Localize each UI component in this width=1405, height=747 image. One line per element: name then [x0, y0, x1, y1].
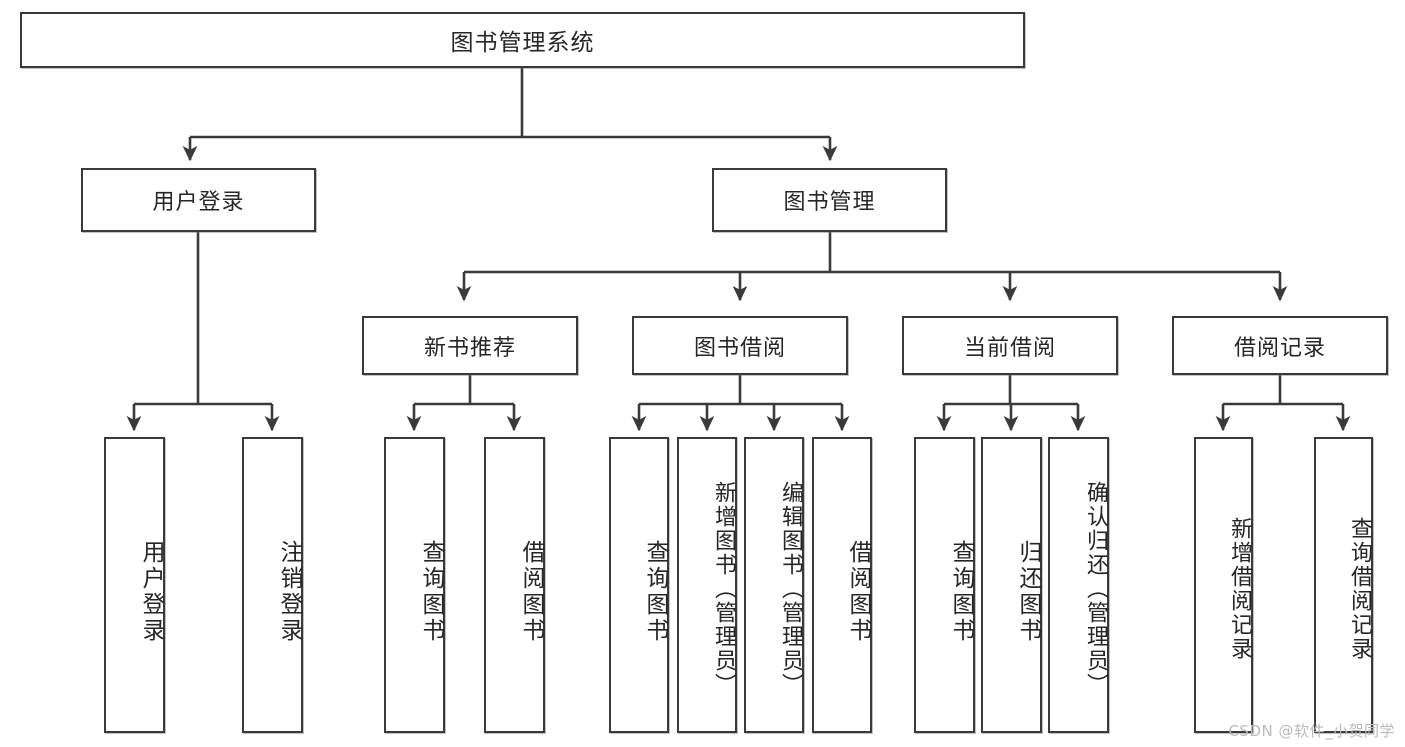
node-leaf-user-logout-label: 注销登录	[276, 540, 302, 644]
node-leaf-user-login[interactable]: 用户登录	[104, 437, 165, 733]
node-leaf-query-book-1-label: 查询图书	[418, 540, 444, 644]
node-leaf-query-book-2-label: 查询图书	[642, 540, 668, 644]
node-leaf-return-book-label: 归还图书	[1015, 540, 1041, 644]
node-new-book-recommend-label: 新书推荐	[423, 335, 516, 361]
node-root[interactable]: 图书管理系统	[20, 12, 1025, 68]
node-leaf-query-record-label: 查询借阅记录	[1347, 517, 1372, 661]
node-borrow-record-label: 借阅记录	[1233, 335, 1326, 361]
node-leaf-borrow-book-1[interactable]: 借阅图书	[484, 437, 545, 733]
node-borrow-record[interactable]: 借阅记录	[1172, 316, 1388, 375]
node-book-borrow[interactable]: 图书借阅	[632, 316, 848, 375]
node-user-login-label: 用户登录	[152, 190, 245, 215]
node-book-manage[interactable]: 图书管理	[712, 168, 947, 232]
node-book-manage-label: 图书管理	[783, 190, 876, 215]
node-leaf-add-record-label: 新增借阅记录	[1227, 517, 1252, 661]
node-user-login[interactable]: 用户登录	[81, 168, 316, 232]
node-leaf-query-book-2[interactable]: 查询图书	[609, 437, 669, 733]
node-leaf-confirm-return[interactable]: 确认归还（管理员）	[1048, 437, 1109, 733]
node-current-borrow[interactable]: 当前借阅	[902, 316, 1118, 375]
node-book-borrow-label: 图书借阅	[693, 335, 786, 361]
node-new-book-recommend[interactable]: 新书推荐	[362, 316, 578, 375]
node-leaf-borrow-book-2[interactable]: 借阅图书	[812, 437, 872, 733]
node-leaf-query-book-3-label: 查询图书	[948, 540, 974, 644]
node-leaf-user-login-label: 用户登录	[138, 540, 164, 644]
node-leaf-borrow-book-1-label: 借阅图书	[518, 540, 544, 644]
node-leaf-user-logout[interactable]: 注销登录	[242, 437, 303, 733]
node-leaf-add-book[interactable]: 新增图书（管理员）	[677, 437, 737, 733]
node-leaf-query-book-1[interactable]: 查询图书	[384, 437, 445, 733]
watermark: CSDN @软件_小贺同学	[1228, 722, 1395, 740]
node-leaf-edit-book-label: 编辑图书（管理员）	[778, 481, 803, 697]
node-root-label: 图书管理系统	[450, 30, 595, 56]
node-current-borrow-label: 当前借阅	[963, 335, 1056, 361]
node-leaf-confirm-return-label: 确认归还（管理员）	[1083, 481, 1108, 697]
node-leaf-query-book-3[interactable]: 查询图书	[914, 437, 975, 733]
node-leaf-query-record[interactable]: 查询借阅记录	[1314, 437, 1373, 733]
node-leaf-borrow-book-2-label: 借阅图书	[845, 540, 871, 644]
node-leaf-add-book-label: 新增图书（管理员）	[711, 481, 736, 697]
node-leaf-add-record[interactable]: 新增借阅记录	[1194, 437, 1253, 733]
node-leaf-edit-book[interactable]: 编辑图书（管理员）	[744, 437, 804, 733]
node-leaf-return-book[interactable]: 归还图书	[981, 437, 1042, 733]
